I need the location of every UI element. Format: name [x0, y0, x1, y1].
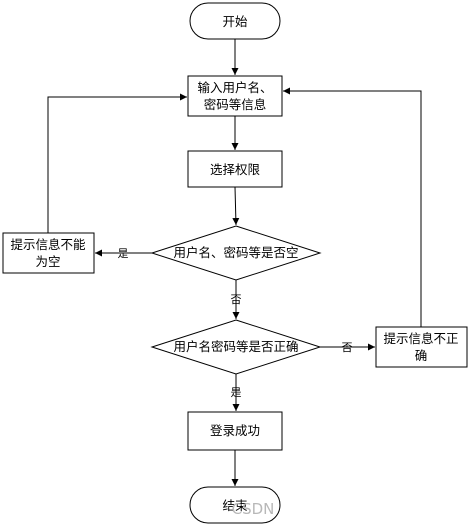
edge-hint-wrong-return: [283, 87, 422, 327]
edge-hint-empty-return: [47, 93, 187, 233]
check-correct-label: 用户名密码等是否正确: [173, 339, 298, 354]
watermark: CSDN: [232, 500, 275, 518]
input-label-line1: 输入用户名、: [197, 80, 272, 95]
start-label: 开始: [222, 14, 248, 29]
hint-empty-node: [2, 232, 95, 274]
success-label: 登录成功: [210, 423, 260, 438]
edge-label-empty-no: 否: [231, 293, 242, 306]
hint-empty-label-line2: 为空: [35, 254, 60, 269]
hint-empty-label-line1: 提示信息不能: [10, 237, 86, 252]
hint-wrong-node: [375, 326, 468, 368]
hint-wrong-label-line1: 提示信息不正: [383, 331, 458, 346]
hint-wrong-label-line2: 确: [415, 348, 428, 363]
edge-label-correct-yes: 是: [231, 386, 242, 399]
edge-label-empty-yes: 是: [118, 247, 129, 260]
success-node: [187, 411, 283, 451]
edge-select-check-empty: [232, 186, 240, 226]
edge-label-correct-no: 否: [342, 341, 353, 354]
end-label: 结束: [222, 498, 248, 513]
select-label: 选择权限: [210, 162, 261, 177]
check-empty-label: 用户名、密码等是否空: [173, 245, 298, 260]
end-node: [189, 486, 281, 524]
select-node: [187, 150, 283, 188]
input-node: [187, 75, 283, 117]
input-label-line2: 密码等信息: [204, 97, 267, 112]
